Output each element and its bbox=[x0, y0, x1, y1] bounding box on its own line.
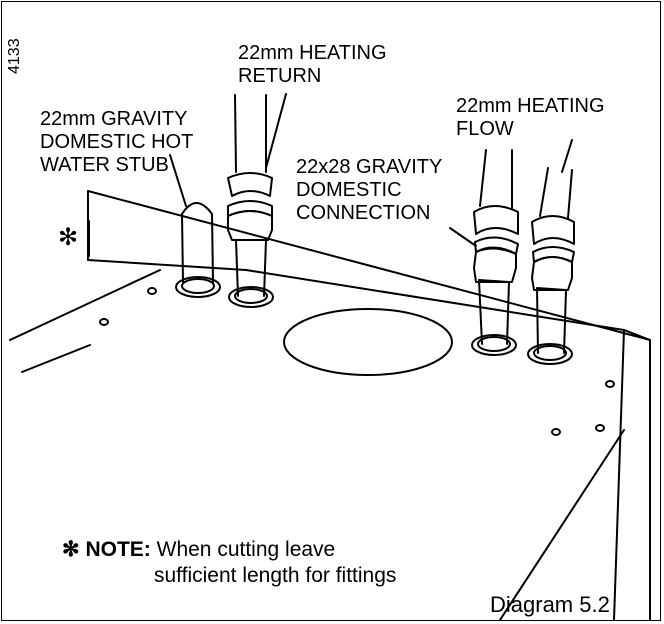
label-line: DOMESTIC bbox=[296, 179, 402, 201]
label-line: 22mm HEATING bbox=[238, 42, 387, 64]
heating-flow-pipe bbox=[527, 139, 575, 365]
note-title: NOTE: bbox=[85, 538, 151, 561]
flue-opening bbox=[283, 308, 453, 376]
note-line-2: sufficient length for fittings bbox=[154, 564, 397, 587]
label-line: FLOW bbox=[456, 118, 514, 140]
label-line: DOMESTIC HOT bbox=[40, 131, 194, 153]
gravity-stub-pipe bbox=[169, 154, 221, 298]
note-line-1: When cutting leave bbox=[156, 538, 336, 561]
note-symbol: ✻ bbox=[62, 538, 80, 561]
reference-number: 4133 bbox=[6, 38, 23, 74]
label-line: 22mm GRAVITY bbox=[40, 108, 188, 130]
asterisk-marker: ✻ bbox=[58, 224, 79, 251]
label-line: 22x28 GRAVITY bbox=[296, 156, 443, 178]
diagram-caption: Diagram 5.2 bbox=[490, 592, 610, 617]
heating-return-pipe bbox=[227, 93, 287, 308]
boiler-casing bbox=[9, 190, 651, 621]
note: ✻ NOTE: When cutting leave bbox=[62, 538, 335, 562]
gravity-connection-pipe bbox=[449, 149, 519, 356]
label-line: CONNECTION bbox=[296, 202, 431, 224]
label-gravity-connection: 22x28 GRAVITY DOMESTIC CONNECTION bbox=[296, 156, 442, 225]
label-line: WATER STUB bbox=[40, 154, 169, 176]
label-line: RETURN bbox=[238, 65, 322, 87]
label-gravity-stub: 22mm GRAVITY DOMESTIC HOT WATER STUB bbox=[40, 108, 193, 177]
label-heating-return: 22mm HEATING RETURN bbox=[238, 42, 387, 88]
label-heating-flow: 22mm HEATING FLOW bbox=[456, 95, 605, 141]
label-line: 22mm HEATING bbox=[456, 95, 605, 117]
